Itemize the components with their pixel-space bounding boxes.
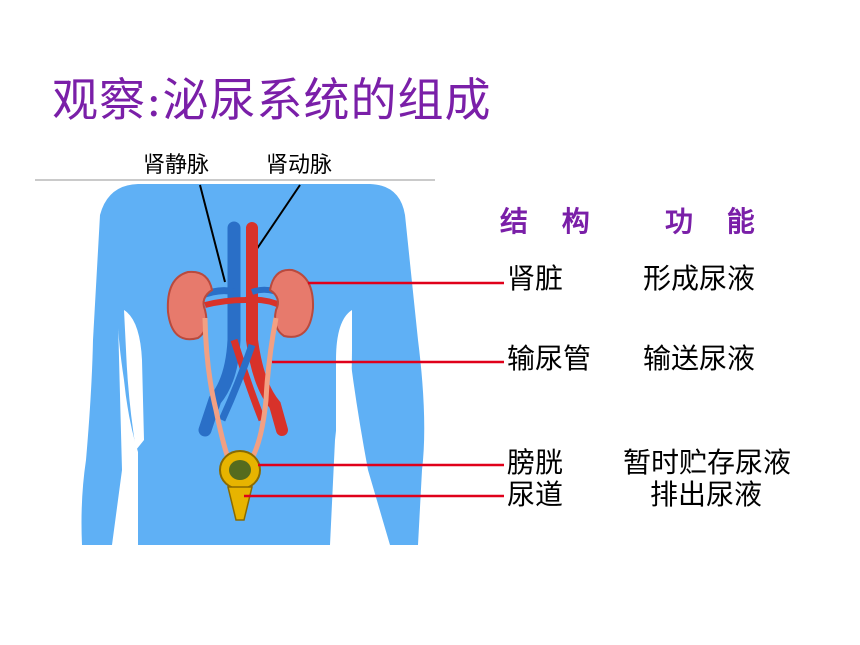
ureters [202,317,279,460]
function-header: 功 能 [665,205,767,238]
structure-header: 结 构 [500,205,602,238]
kidney-label: 肾脏 [507,262,564,295]
page-title: 观察:泌尿系统的组成 [52,73,492,127]
bladder [219,450,261,490]
kidney-function: 形成尿液 [643,262,756,295]
urethra-label: 尿道 [507,478,564,511]
renal-vein-label: 肾静脉 [143,153,210,178]
ureter-label: 输尿管 [507,342,592,375]
urethra-function: 排出尿液 [650,478,763,511]
bladder-label: 膀胱 [507,446,564,479]
arm-gaps [124,310,352,450]
pointer-lines [244,281,504,498]
renal-artery-label: 肾动脉 [266,153,333,178]
vein-leader [199,184,226,283]
ureter-function: 输送尿液 [643,342,756,375]
bladder-function: 暂时贮存尿液 [623,446,792,479]
